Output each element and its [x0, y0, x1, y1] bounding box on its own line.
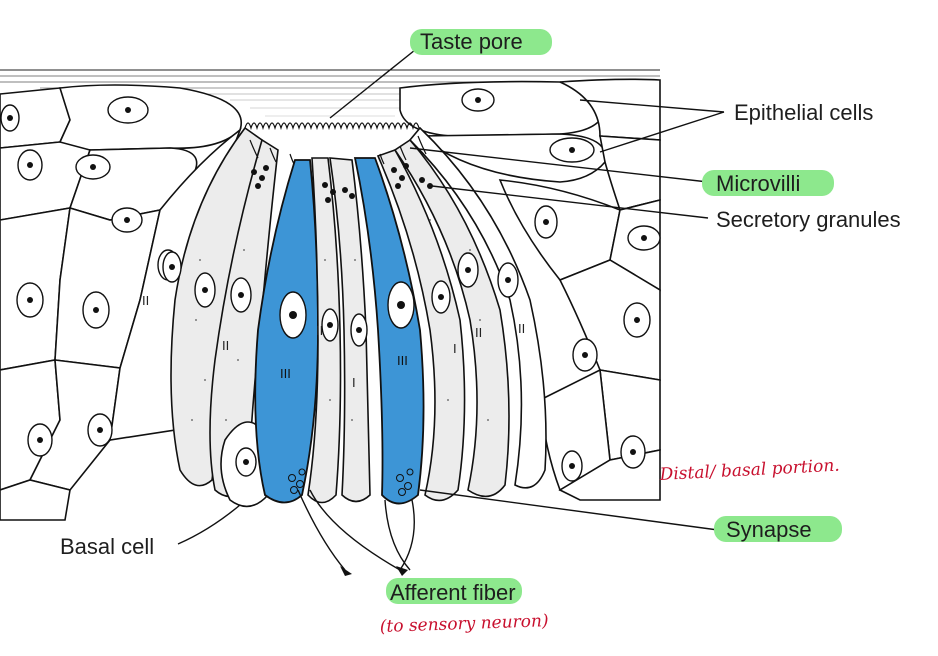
label-basal-cell: Basal cell — [60, 534, 154, 559]
note-distal-basal: Distal/ basal portion. — [658, 456, 840, 485]
note-to-sensory-neuron: (to sensory neuron) — [379, 611, 548, 637]
granules — [251, 163, 433, 203]
microvilli-fringe — [244, 122, 427, 165]
synapse-vesicles — [288, 468, 414, 496]
cell-mark-ii-outer: II — [518, 321, 525, 336]
labels: Taste pore Epithelial cells Microvilli S… — [60, 29, 901, 605]
cell-mark-ii-center: II — [316, 323, 323, 338]
taste-bud: II II III II I III I II II — [142, 122, 547, 508]
cell-mark-ii-right: II — [475, 325, 482, 340]
label-epithelial-cells: Epithelial cells — [734, 100, 873, 125]
cell-mark-ii-left: II — [142, 293, 149, 308]
epithelium-left — [0, 84, 242, 521]
highlights — [386, 29, 842, 604]
label-microvilli: Microvilli — [716, 171, 800, 196]
label-synapse: Synapse — [726, 517, 812, 542]
label-afferent-fiber: Afferent fiber — [390, 580, 516, 605]
label-secretory-granules: Secretory granules — [716, 207, 901, 232]
label-taste-pore: Taste pore — [420, 29, 523, 54]
afferent-fibers — [297, 489, 415, 576]
leader-lines — [177, 45, 725, 545]
cell-mark-i-center: I — [352, 375, 356, 390]
cell-mark-i-right: I — [453, 341, 457, 356]
cell-mark-iii-right: III — [397, 353, 408, 368]
cell-mark-iii-left: III — [280, 366, 291, 381]
cell-mark-ii: II — [222, 338, 229, 353]
